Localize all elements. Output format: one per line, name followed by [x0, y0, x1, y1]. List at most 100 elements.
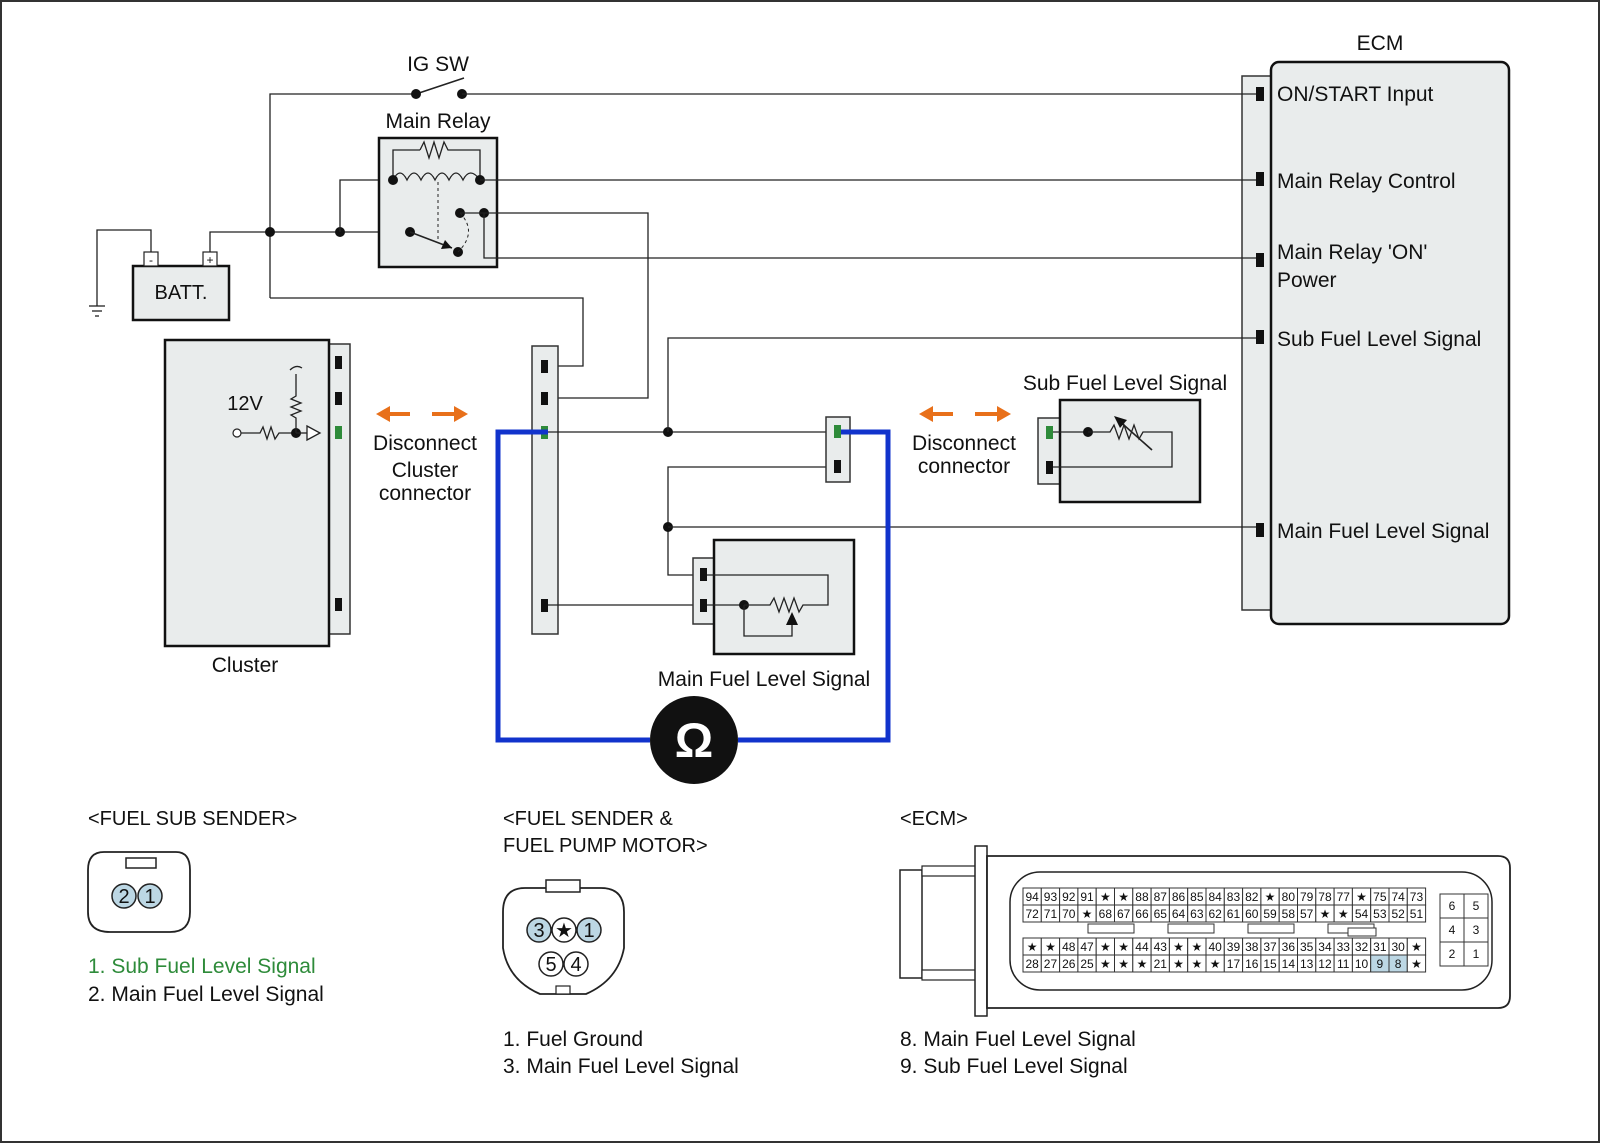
fuel-sender-pump-pin-3: [526, 917, 552, 943]
fuel-sender-pump-pin-label: 3: [533, 920, 544, 942]
ecm-connector-key: [1347, 927, 1377, 937]
ecm-pin-label: 65: [1154, 907, 1168, 921]
ecm-pin: [1256, 330, 1264, 344]
cluster-source-terminal: [232, 428, 242, 438]
ecm-pin-label: ★: [1100, 890, 1111, 904]
sub-sender-title: Sub Fuel Level Signal: [1023, 372, 1227, 395]
ecm-connector-slot: [1247, 923, 1295, 934]
fuel-sub-sender-latch: [125, 857, 157, 869]
ecm-pin-label: 16: [1245, 957, 1259, 971]
ecm-pin-label: 79: [1300, 890, 1314, 904]
ecm-pin-label: 66: [1135, 907, 1149, 921]
sub-harness-pin: [834, 460, 841, 473]
ecm-pin-label: 12: [1318, 957, 1332, 971]
ohmmeter-icon: [650, 696, 738, 784]
cluster-gauge-input-icon: [306, 424, 322, 442]
sub-sender-pin-highlight: [1046, 426, 1053, 439]
cluster-feed-wire: [270, 297, 584, 367]
fuel-sub-sender-connector-view: <FUEL SUB SENDER> 2 1 1. Sub Fuel Level …: [87, 808, 324, 1006]
fuel-sub-sender-pin-1: [137, 883, 163, 909]
harness-connector-strip: [531, 345, 559, 635]
ecm-pin-label: 25: [1080, 957, 1094, 971]
ecm-pin-label: 87: [1154, 890, 1168, 904]
main-relay-box: [377, 136, 499, 269]
main-sender-wiper-arrow-icon: [786, 612, 798, 625]
ecm-small-pin-label: 6: [1449, 899, 1456, 913]
ecm-pin-label: 54: [1355, 907, 1369, 921]
ecm-pin-label: ★: [1100, 957, 1111, 971]
ecm-pin-label: 88: [1135, 890, 1149, 904]
relay-coil-icon: [392, 172, 481, 182]
relay-resistor-icon: [419, 139, 481, 180]
main-relay-on-wire: [483, 213, 1256, 259]
ecm-pin-label: 43: [1154, 940, 1168, 954]
ecm-pin-label: 39: [1227, 940, 1241, 954]
main-signal-loop-wire: [667, 466, 829, 576]
ecm-pin-label: 34: [1318, 940, 1332, 954]
ecm-small-pin-label: 3: [1473, 923, 1480, 937]
harness-pin: [541, 392, 548, 405]
ecm-pin-label: 67: [1117, 907, 1131, 921]
ecm-pin-label: 74: [1391, 890, 1405, 904]
ecm-pin-label: ★: [1191, 957, 1202, 971]
battery-label: BATT.: [155, 282, 208, 304]
ecm-pin-label: ★: [1210, 957, 1221, 971]
sub-fuel-sender: Sub Fuel Level Signal: [1023, 372, 1227, 504]
ecm-pin-label: 21: [1154, 957, 1168, 971]
ecm-pin-label: 51: [1410, 907, 1424, 921]
ecm-pin: [1256, 172, 1264, 186]
fuel-sub-sender-legend-1: 1. Sub Fuel Level Signal: [88, 955, 316, 978]
disconnect-connector-label-line1: Disconnect: [912, 432, 1016, 455]
ecm-connector-legend-1: 8. Main Fuel Level Signal: [900, 1028, 1136, 1051]
sub-harness-connector: [825, 416, 851, 483]
ecm-small-pin-cell: [1463, 893, 1489, 919]
ecm-pin-label: 37: [1263, 940, 1277, 954]
fuel-sender-pump-legend-2: 3. Main Fuel Level Signal: [503, 1055, 739, 1078]
ecm-pin-label: ★: [1027, 940, 1038, 954]
ecm-connector-rail: [921, 865, 983, 877]
main-sender-connector-strip: [692, 557, 716, 625]
ecm-pin-cell: [1406, 904, 1427, 923]
ig-switch-contact: [411, 89, 421, 99]
ecm-pin-label: 53: [1373, 907, 1387, 921]
ecm-pin-label: 71: [1044, 907, 1058, 921]
fuel-sender-pump-pin-5: [538, 951, 564, 977]
ecm-pin-sub-fuel-label: Sub Fuel Level Signal: [1277, 328, 1481, 351]
fuel-sender-pump-pin-1: [576, 917, 602, 943]
ecm-pin-label: 83: [1227, 890, 1241, 904]
cluster-supply-icon: [289, 365, 303, 371]
ecm-pin-label: 40: [1208, 940, 1222, 954]
cluster-pullup-resistor-icon: [289, 374, 303, 433]
cluster-box: [163, 338, 331, 648]
ecm-pin-label: 33: [1337, 940, 1351, 954]
ecm-pin-label: ★: [1173, 957, 1184, 971]
fuel-sender-pump-connector-view: <FUEL SENDER & FUEL PUMP MOTOR> 3 ★ 1 5 …: [502, 808, 739, 1078]
ecm-pin-cell: [1406, 954, 1427, 973]
fuel-sub-sender-legend-2: 2. Main Fuel Level Signal: [88, 983, 324, 1006]
ecm-pin-label: 57: [1300, 907, 1314, 921]
fuel-sender-pump-title-line1: <FUEL SENDER &: [503, 808, 674, 830]
ecm-small-pin-label: 1: [1473, 947, 1480, 961]
ecm-pin-label: ★: [1045, 940, 1056, 954]
ecm-pin: [1256, 87, 1264, 101]
ecm-connector-lever: [899, 869, 923, 979]
ecm-pin-label: ★: [1100, 940, 1111, 954]
main-relay-label: Main Relay: [385, 110, 491, 133]
ecm-pin-label: 36: [1282, 940, 1296, 954]
cluster-pin: [335, 356, 342, 369]
ecm-pin-main-relay-on-label-line2: Power: [1277, 269, 1337, 292]
ecm-pin-label: 68: [1099, 907, 1113, 921]
ecm-small-pin-label: 4: [1449, 923, 1456, 937]
ecm-pin-label: 31: [1373, 940, 1387, 954]
fuel-sub-sender-title: <FUEL SUB SENDER>: [88, 808, 297, 830]
fuel-sender-pump-pin-label: 4: [570, 954, 581, 976]
ecm-pin-label: 38: [1245, 940, 1259, 954]
fuel-sender-pump-key: [555, 985, 571, 995]
sub-harness-pin-highlight: [834, 425, 841, 438]
fuel-sub-sender-pin-1-label: 1: [144, 886, 155, 908]
ecm-pin-label: 84: [1208, 890, 1222, 904]
ecm-pin-label: 72: [1025, 907, 1039, 921]
main-sender-pin: [700, 599, 707, 612]
main-sender-title: Main Fuel Level Signal: [658, 668, 870, 691]
